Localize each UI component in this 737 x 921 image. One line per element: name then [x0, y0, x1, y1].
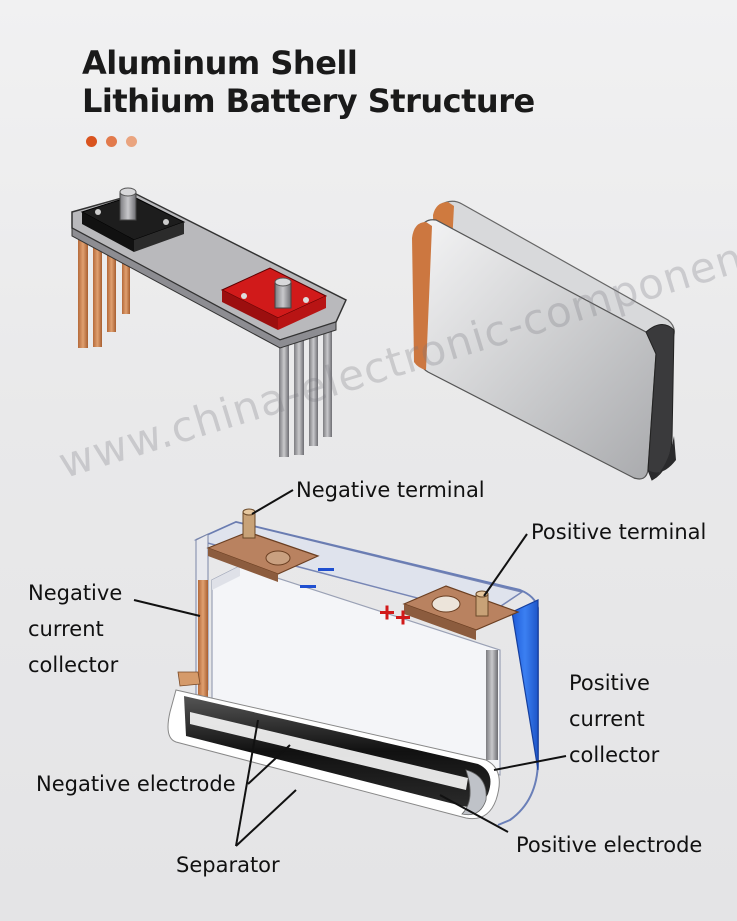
leader-lines: [133, 489, 567, 847]
accent-dot-2: [106, 136, 117, 147]
accent-dot-1: [86, 136, 97, 147]
cutaway-battery: [167, 508, 539, 826]
positive-electrode-layer: [461, 769, 487, 816]
positive-current-collector: [486, 650, 498, 760]
copper-tab: [78, 228, 88, 348]
accent-dot-3: [126, 136, 137, 147]
negative-terminal-post: [242, 511, 256, 539]
label-positive-current-collector: Positive current collector: [569, 671, 660, 767]
aluminum-shell-cells: [412, 200, 676, 481]
label-negative-electrode: Negative electrode: [36, 772, 236, 796]
title-line-1: Aluminum Shell: [82, 44, 358, 82]
label-negative-current-collector: Negative current collector: [28, 581, 123, 677]
aluminum-tab: [279, 335, 289, 457]
negative-current-collector: [198, 580, 208, 698]
label-positive-terminal: Positive terminal: [531, 520, 707, 544]
label-positive-electrode: Positive electrode: [516, 833, 703, 857]
aluminum-shell-side: [511, 599, 539, 771]
label-separator: Separator: [176, 853, 280, 877]
label-negative-terminal: Negative terminal: [296, 478, 485, 502]
accent-dots: [86, 136, 137, 147]
cover-plate-assembly: [71, 187, 347, 457]
page-title: Aluminum Shell Lithium Battery Structure: [82, 44, 535, 120]
title-line-2: Lithium Battery Structure: [82, 82, 535, 120]
